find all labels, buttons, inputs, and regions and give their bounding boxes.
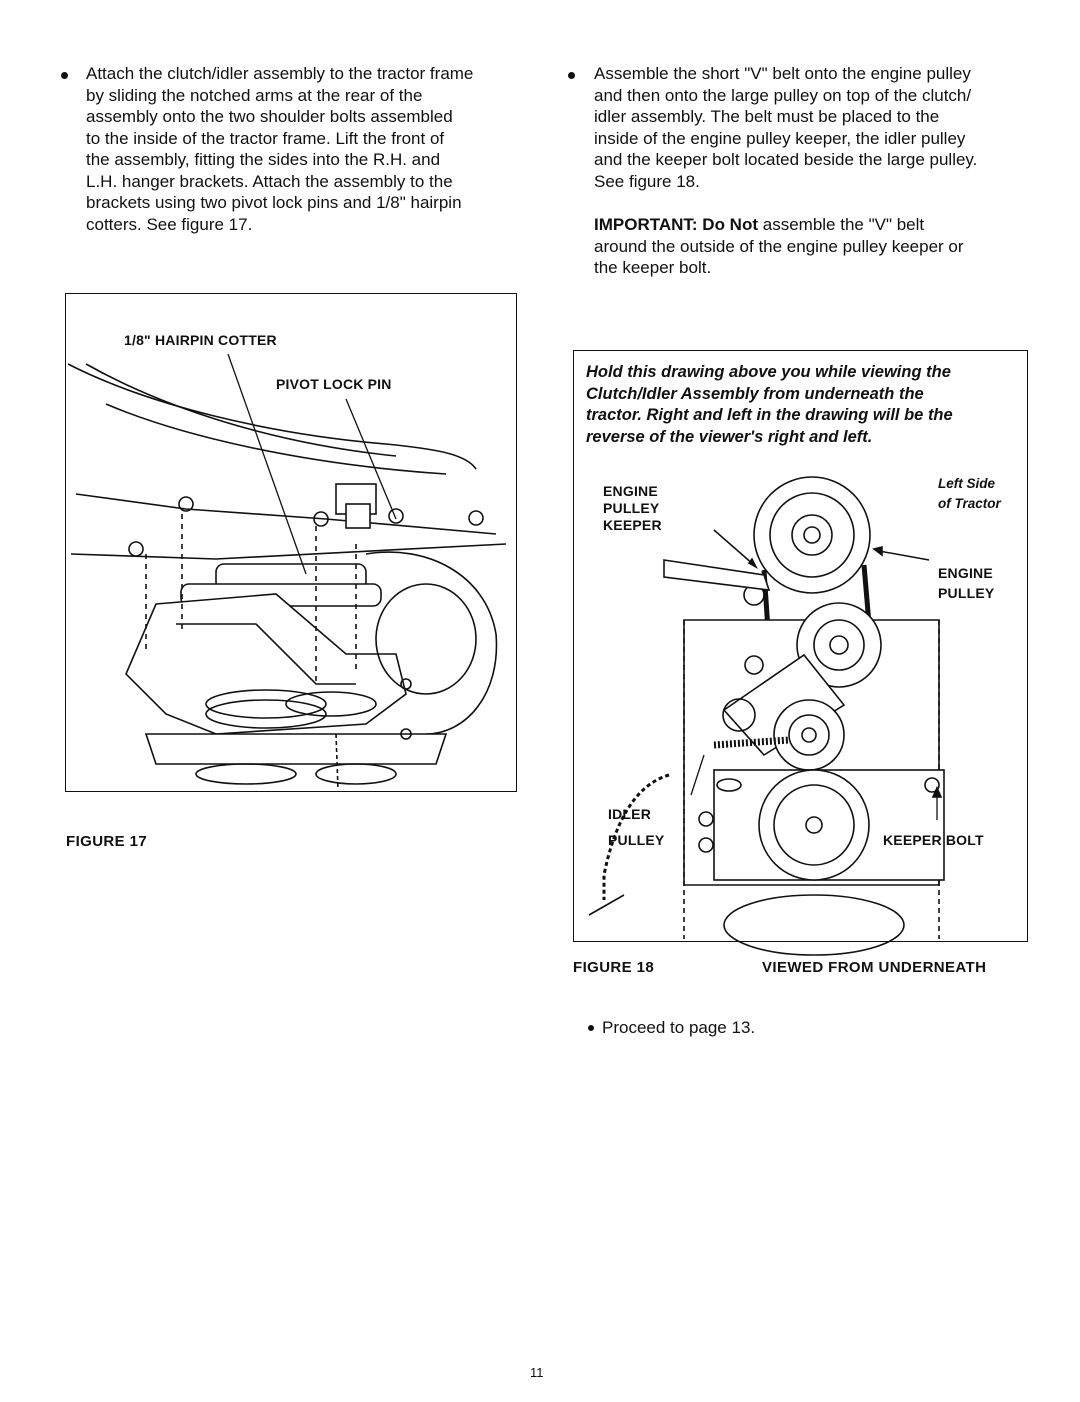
note-line: Hold this drawing above you while viewin…: [586, 363, 951, 381]
text-line: L.H. hanger brackets. Attach the assembl…: [86, 171, 453, 191]
text-line: and the keeper bolt located beside the l…: [594, 150, 978, 169]
figure-18-caption-right: VIEWED FROM UNDERNEATH: [762, 959, 987, 976]
bullet-icon: [61, 72, 68, 79]
right-paragraph: Assemble the short "V" belt onto the eng…: [594, 63, 1044, 192]
text-line: around the outside of the engine pulley …: [594, 236, 964, 256]
figure-18-note: Hold this drawing above you while viewin…: [586, 362, 1016, 448]
bullet-icon: [568, 72, 575, 79]
label-left-side-of-tractor: Left Side of Tractor: [938, 476, 1001, 511]
important-paragraph: IMPORTANT: Do Not assemble the "V" belt …: [594, 214, 1044, 279]
figure-17-caption: FIGURE 17: [66, 833, 148, 850]
text-line: assembly onto the two shoulder bolts ass…: [86, 107, 453, 126]
left-paragraph: Attach the clutch/idler assembly to the …: [86, 63, 536, 235]
label-idler: IDLER: [608, 806, 651, 822]
bullet-icon: [588, 1025, 594, 1031]
text-line: See figure 18.: [594, 171, 700, 191]
label-pivot-lock-pin: PIVOT LOCK PIN: [276, 376, 392, 392]
text-line: Attach the clutch/idler assembly to the …: [86, 64, 474, 83]
text-line: Assemble the short "V" belt onto the eng…: [594, 64, 971, 83]
important-emphasis: Do Not: [702, 215, 759, 234]
important-label: IMPORTANT:: [594, 215, 698, 234]
figure-18-drawing: [588, 476, 945, 956]
important-line: IMPORTANT: Do Not assemble the "V" belt: [594, 214, 1044, 236]
figure-18-caption: FIGURE 18: [573, 959, 655, 976]
label-keeper-bolt: KEEPER BOLT: [883, 832, 984, 848]
label-hairpin-cotter: 1/8" HAIRPIN COTTER: [124, 332, 277, 348]
note-line: tractor. Right and left in the drawing w…: [586, 406, 953, 424]
text-line: the keeper bolt.: [594, 258, 712, 277]
figure-17-drawing: [67, 353, 507, 790]
page-number: 11: [530, 1365, 544, 1380]
note-line: Clutch/Idler Assembly from underneath th…: [586, 384, 924, 403]
text-line: the assembly, fitting the sides into the…: [86, 150, 441, 169]
text-line: inside of the engine pulley keeper, the …: [594, 128, 966, 148]
text-line: brackets using two pivot lock pins and 1…: [86, 193, 462, 212]
proceed-text: Proceed to page 13.: [602, 1018, 756, 1037]
text-line: by sliding the notched arms at the rear …: [86, 85, 423, 105]
important-text: assemble the "V" belt: [762, 215, 925, 234]
text-line: idler assembly. The belt must be placed …: [594, 107, 940, 126]
label-engine-pulley-keeper: ENGINE PULLEY KEEPER: [603, 483, 662, 533]
label-engine-pulley: ENGINE PULLEY: [938, 565, 995, 601]
label-idler-pulley: PULLEY: [608, 832, 665, 848]
text-line: and then onto the large pulley on top of…: [594, 85, 972, 105]
text-line: to the inside of the tractor frame. Lift…: [86, 128, 445, 148]
note-line: reverse of the viewer's right and left.: [586, 427, 873, 446]
text-line: cotters. See figure 17.: [86, 214, 253, 234]
